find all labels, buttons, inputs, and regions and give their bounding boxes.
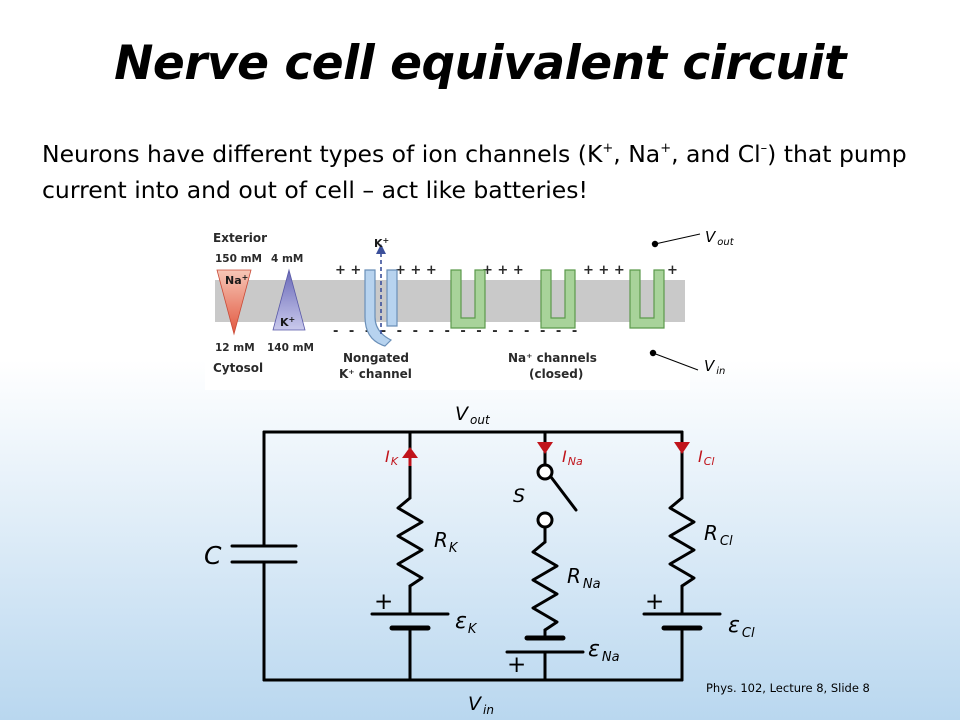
- switch-blade: [549, 475, 578, 512]
- minus-charges: - - - - - - - - - - - - - - - -: [333, 324, 580, 339]
- plus-charges-1: + +: [335, 263, 361, 278]
- v-out-pointer: [654, 233, 701, 245]
- intro-text-b: , Na: [613, 140, 661, 168]
- nongated-label-1: Nongated: [343, 351, 409, 365]
- plus-charges-5: +: [667, 263, 678, 278]
- i-cl-label: ICl: [698, 447, 714, 468]
- i-cl-arrowhead: [674, 442, 690, 454]
- switch-label: S: [513, 485, 525, 507]
- r-na-resistor: [531, 540, 559, 632]
- capacitor-label: C: [204, 541, 222, 570]
- na-channel-1: [450, 269, 486, 329]
- intro-text: Neurons have different types of ion chan…: [42, 136, 942, 208]
- k-battery-plus: +: [374, 589, 393, 615]
- k-ion-label: K+: [280, 315, 295, 329]
- intro-text-c: , and Cl: [671, 140, 761, 168]
- na-channel-3: [629, 269, 665, 329]
- k-channel-right: [386, 269, 398, 327]
- v-in-dot: [649, 349, 657, 357]
- slide-title: Nerve cell equivalent circuit: [114, 36, 846, 91]
- intro-text-a: Neurons have different types of ion chan…: [42, 140, 603, 168]
- r-cl-resistor: [668, 496, 696, 588]
- intro-text-d: ) that pump current into and out of cell…: [42, 140, 907, 204]
- cl-battery-plus: +: [645, 589, 664, 615]
- k-flow-label: K+: [374, 236, 389, 250]
- k-charge: +: [602, 141, 614, 156]
- k-outside-conc: 4 mM: [271, 253, 303, 265]
- na-battery-plus: +: [507, 652, 526, 678]
- k-inside-conc: 140 mM: [267, 342, 314, 354]
- k-channel-left: [364, 269, 393, 347]
- plus-charges-4: + + +: [583, 263, 625, 278]
- cl-charge: –: [760, 141, 768, 156]
- switch-bottom-terminal: [536, 511, 554, 529]
- na-inside-conc: 12 mM: [215, 342, 255, 354]
- membrane-illustration: Exterior 150 mM 4 mM Na+ K+ 12 mM 140 mM…: [205, 222, 735, 390]
- plus-charges-3: + + +: [482, 263, 524, 278]
- i-na-label: INa: [562, 447, 583, 468]
- k-flow-arrowhead: [376, 244, 386, 254]
- plus-charges-2: + + +: [395, 263, 437, 278]
- slide-footer: Phys. 102, Lecture 8, Slide 8: [706, 681, 870, 695]
- na-charge: +: [660, 141, 672, 156]
- na-gradient-triangle: [216, 269, 252, 336]
- exterior-label: Exterior: [213, 231, 267, 245]
- i-k-arrowhead: [402, 447, 418, 458]
- i-k-label: IK: [385, 447, 399, 468]
- r-k-label: RK: [434, 528, 459, 556]
- v-in-pointer: [652, 352, 699, 371]
- nongated-label-2: K⁺ channel: [339, 367, 412, 381]
- na-channels-label-2: (closed): [529, 367, 583, 381]
- emf-k-label: εK: [455, 609, 478, 637]
- na-channel-2: [540, 269, 576, 329]
- r-k-resistor: [396, 496, 424, 588]
- k-gradient-triangle: [272, 268, 306, 331]
- cytosol-label: Cytosol: [213, 361, 263, 375]
- v-out-dot: [651, 240, 659, 248]
- i-na-arrowhead: [537, 442, 553, 454]
- na-channels-label-1: Na⁺ channels: [508, 351, 597, 365]
- switch-top-terminal: [536, 463, 554, 481]
- na-ion-label: Na+: [225, 273, 248, 287]
- na-outside-conc: 150 mM: [215, 253, 262, 265]
